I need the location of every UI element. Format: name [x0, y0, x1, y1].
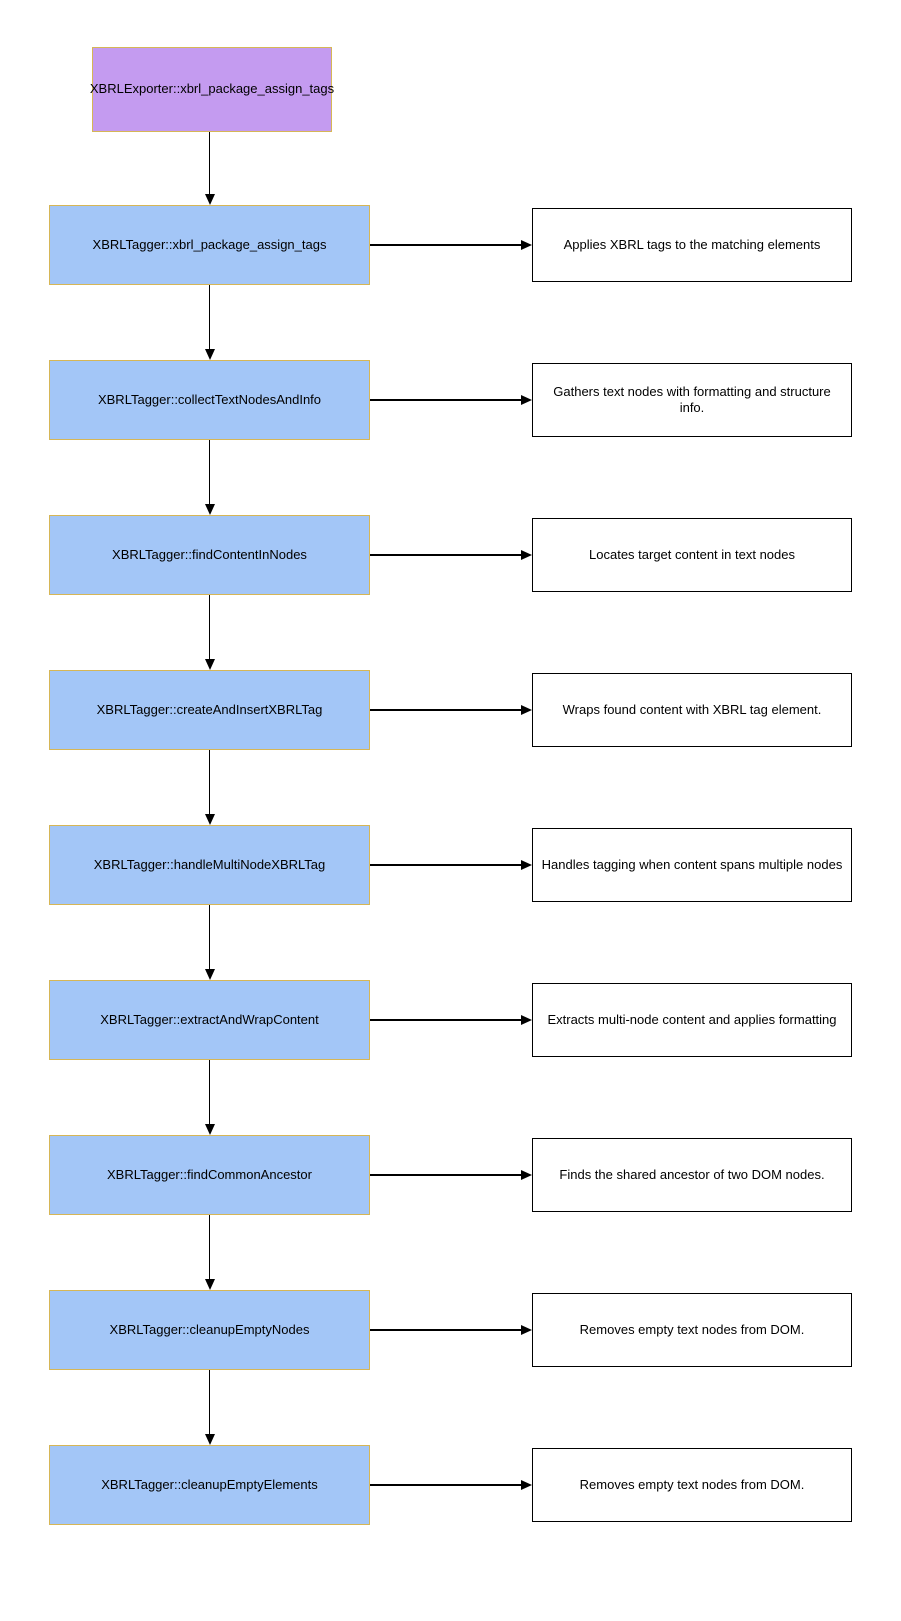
flow-connector-horizontal	[370, 244, 522, 246]
step-node: XBRLTagger::cleanupEmptyNodes	[49, 1290, 370, 1370]
description-node-label: Extracts multi-node content and applies …	[547, 1011, 837, 1027]
arrow-right-icon	[521, 1170, 532, 1180]
step-node-label: XBRLTagger::findContentInNodes	[112, 546, 307, 562]
flow-connector-vertical	[208, 132, 211, 195]
flow-connector-horizontal	[370, 1174, 522, 1176]
flow-connector-vertical	[208, 750, 211, 815]
flow-connector-horizontal	[370, 864, 522, 866]
step-node-label: XBRLTagger::collectTextNodesAndInfo	[97, 391, 322, 407]
flow-connector-horizontal	[370, 709, 522, 711]
description-node: Extracts multi-node content and applies …	[532, 983, 852, 1057]
start-node: XBRLExporter::xbrl_package_assign_tags	[89, 47, 335, 132]
arrow-down-icon	[204, 194, 215, 205]
step-node: XBRLTagger::findContentInNodes	[49, 515, 370, 595]
start-node-label: XBRLExporter::xbrl_package_assign_tags	[89, 81, 335, 97]
arrow-down-icon	[204, 349, 215, 360]
flow-connector-vertical	[208, 1370, 211, 1435]
arrow-down-icon	[204, 814, 215, 825]
description-node-label: Locates target content in text nodes	[589, 546, 795, 562]
flow-connector-vertical	[208, 285, 211, 350]
description-node-label: Handles tagging when content spans multi…	[541, 856, 843, 872]
step-node: XBRLTagger::collectTextNodesAndInfo	[49, 360, 370, 440]
step-node: XBRLTagger::createAndInsertXBRLTag	[49, 670, 370, 750]
flow-connector-horizontal	[370, 554, 522, 556]
step-node-label: XBRLTagger::cleanupEmptyNodes	[109, 1321, 310, 1337]
arrow-down-icon	[204, 969, 215, 980]
flow-connector-vertical	[208, 595, 211, 660]
step-node: XBRLTagger::handleMultiNodeXBRLTag	[49, 825, 370, 905]
flow-connector-vertical	[208, 440, 211, 505]
description-node: Finds the shared ancestor of two DOM nod…	[532, 1138, 852, 1212]
description-node: Locates target content in text nodes	[532, 518, 852, 592]
step-node-label: XBRLTagger::createAndInsertXBRLTag	[96, 701, 323, 717]
description-node: Applies XBRL tags to the matching elemen…	[532, 208, 852, 282]
arrow-right-icon	[521, 1480, 532, 1490]
arrow-down-icon	[204, 659, 215, 670]
step-node-label: XBRLTagger::findCommonAncestor	[107, 1166, 312, 1182]
flow-connector-vertical	[208, 905, 211, 970]
step-node-label: XBRLTagger::handleMultiNodeXBRLTag	[93, 856, 326, 872]
step-node: XBRLTagger::xbrl_package_assign_tags	[49, 205, 370, 285]
description-node: Wraps found content with XBRL tag elemen…	[532, 673, 852, 747]
description-node-label: Gathers text nodes with formatting and s…	[553, 383, 831, 415]
arrow-right-icon	[521, 240, 532, 250]
description-node-label: Applies XBRL tags to the matching elemen…	[563, 236, 821, 252]
step-node-label: XBRLTagger::extractAndWrapContent	[100, 1011, 319, 1027]
arrow-right-icon	[521, 550, 532, 560]
description-node: Handles tagging when content spans multi…	[532, 828, 852, 902]
description-node: Removes empty text nodes from DOM.	[532, 1448, 852, 1522]
step-node: XBRLTagger::extractAndWrapContent	[49, 980, 370, 1060]
description-node-label: Wraps found content with XBRL tag elemen…	[562, 701, 822, 717]
arrow-right-icon	[521, 705, 532, 715]
flow-connector-horizontal	[370, 1329, 522, 1331]
arrow-down-icon	[204, 1434, 215, 1445]
description-node-label: Removes empty text nodes from DOM.	[579, 1476, 805, 1492]
step-node: XBRLTagger::cleanupEmptyElements	[49, 1445, 370, 1525]
flow-connector-vertical	[208, 1060, 211, 1125]
flow-connector-horizontal	[370, 1484, 522, 1486]
flow-connector-horizontal	[370, 1019, 522, 1021]
description-node: Gathers text nodes with formatting and s…	[532, 363, 852, 437]
arrow-right-icon	[521, 395, 532, 405]
description-node: Removes empty text nodes from DOM.	[532, 1293, 852, 1367]
arrow-down-icon	[204, 1124, 215, 1135]
arrow-right-icon	[521, 1015, 532, 1025]
flow-connector-vertical	[208, 1215, 211, 1280]
description-node-label: Finds the shared ancestor of two DOM nod…	[559, 1166, 825, 1182]
step-node: XBRLTagger::findCommonAncestor	[49, 1135, 370, 1215]
arrow-down-icon	[204, 504, 215, 515]
step-node-label: XBRLTagger::cleanupEmptyElements	[101, 1476, 318, 1492]
description-node-label: Removes empty text nodes from DOM.	[579, 1321, 805, 1337]
arrow-right-icon	[521, 1325, 532, 1335]
step-node-label: XBRLTagger::xbrl_package_assign_tags	[92, 236, 327, 252]
arrow-down-icon	[204, 1279, 215, 1290]
arrow-right-icon	[521, 860, 532, 870]
flow-connector-horizontal	[370, 399, 522, 401]
